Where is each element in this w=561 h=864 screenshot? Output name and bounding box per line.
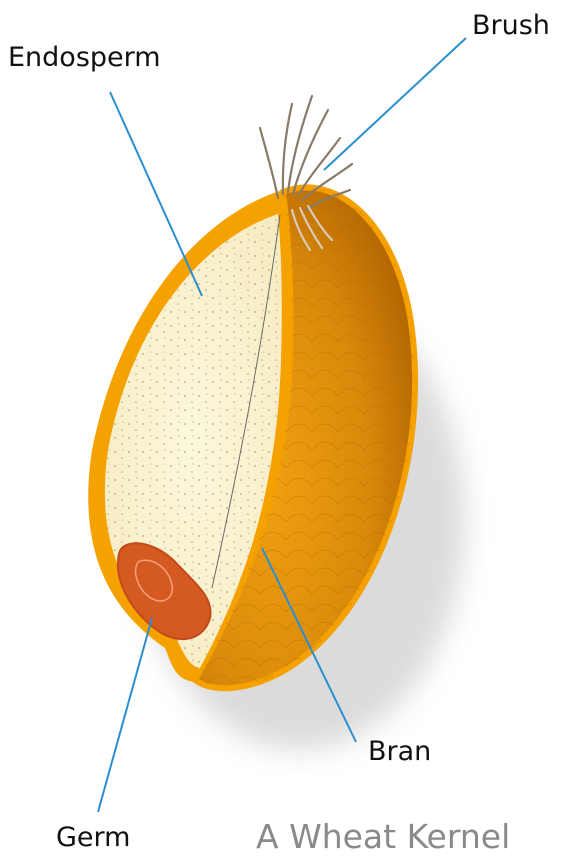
germ-leader-line [98,618,152,812]
endosperm-leader-line [110,92,202,296]
bran-label: Bran [368,738,431,765]
diagram-caption: A Wheat Kernel [256,820,510,853]
brush-label: Brush [472,12,550,39]
brush-leader-line [324,38,466,170]
endosperm-label: Endosperm [8,44,161,71]
germ-label: Germ [56,824,130,851]
